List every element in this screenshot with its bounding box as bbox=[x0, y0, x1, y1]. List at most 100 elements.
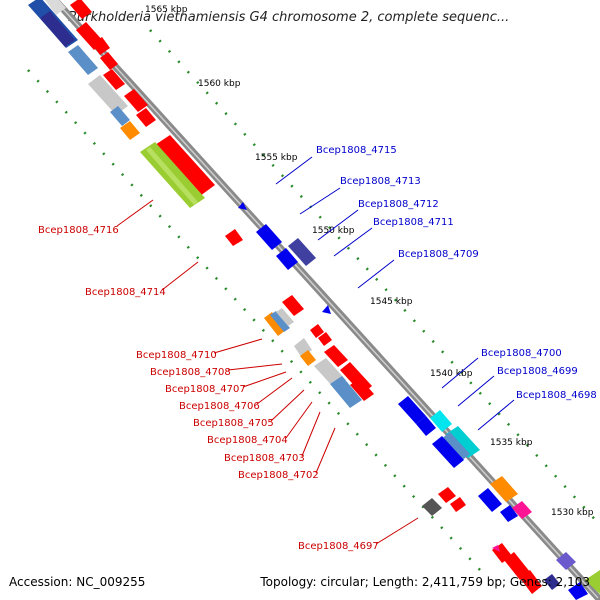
gene-label[interactable]: Bcep1808_4709 bbox=[398, 249, 479, 260]
gene-feature[interactable] bbox=[155, 135, 215, 196]
accession-text: Accession: NC_009255 bbox=[9, 575, 146, 589]
scale-label: 1530 kbp bbox=[551, 508, 594, 518]
gene-feature[interactable] bbox=[432, 436, 464, 468]
leader-line bbox=[457, 375, 495, 407]
gene-label[interactable]: Bcep1808_4707 bbox=[165, 384, 246, 395]
leader-line bbox=[375, 517, 419, 545]
gene-label[interactable]: Bcep1808_4698 bbox=[516, 390, 597, 401]
gene-feature[interactable] bbox=[40, 11, 75, 47]
leader-line bbox=[275, 156, 313, 185]
gene-feature[interactable] bbox=[492, 545, 500, 552]
gene-label[interactable]: Bcep1808_4706 bbox=[179, 401, 260, 412]
gene-feature[interactable] bbox=[568, 582, 588, 600]
gene-label[interactable]: Bcep1808_4699 bbox=[497, 366, 578, 377]
gene-cluster-lower bbox=[398, 396, 600, 600]
gene-feature[interactable] bbox=[512, 501, 532, 519]
gene-label[interactable]: Bcep1808_4714 bbox=[85, 287, 166, 298]
gene-feature[interactable] bbox=[120, 121, 140, 140]
gene-label[interactable]: Bcep1808_4712 bbox=[358, 199, 439, 210]
gene-feature[interactable] bbox=[556, 552, 576, 570]
gene-feature[interactable] bbox=[68, 45, 98, 75]
right-gene-labels: Bcep1808_4715 Bcep1808_4713 Bcep1808_471… bbox=[275, 145, 597, 431]
scale-track-inner bbox=[27, 69, 481, 571]
leader-line bbox=[477, 399, 515, 431]
gene-feature[interactable] bbox=[45, 0, 66, 15]
gene-feature[interactable] bbox=[398, 396, 426, 424]
gene-feature[interactable] bbox=[264, 312, 286, 336]
gene-feature[interactable] bbox=[288, 238, 316, 266]
gene-feature[interactable] bbox=[238, 202, 247, 210]
gene-label[interactable]: Bcep1808_4704 bbox=[207, 435, 288, 446]
gene-feature[interactable] bbox=[324, 345, 348, 367]
gene-feature[interactable] bbox=[92, 37, 110, 55]
gene-feature[interactable] bbox=[544, 574, 560, 590]
scale-label: 1565 kbp bbox=[145, 5, 188, 15]
gene-feature[interactable] bbox=[422, 498, 442, 516]
gene-feature[interactable] bbox=[276, 248, 298, 270]
leader-line bbox=[299, 187, 341, 215]
gene-feature[interactable] bbox=[350, 378, 374, 401]
gene-feature[interactable] bbox=[124, 89, 148, 112]
genome-summary-text: Topology: circular; Length: 2,411,759 bp… bbox=[260, 575, 590, 589]
scale-label: 1535 kbp bbox=[490, 438, 533, 448]
gene-label[interactable]: Bcep1808_4715 bbox=[316, 145, 397, 156]
gene-feature[interactable] bbox=[322, 305, 331, 314]
gene-label[interactable]: Bcep1808_4697 bbox=[298, 541, 379, 552]
gene-feature[interactable] bbox=[110, 106, 130, 126]
leader-line bbox=[256, 377, 293, 405]
gene-feature[interactable] bbox=[490, 476, 518, 502]
gene-feature[interactable] bbox=[146, 147, 198, 205]
gene-feature[interactable] bbox=[500, 505, 518, 522]
gene-feature[interactable] bbox=[136, 108, 156, 127]
gene-label[interactable]: Bcep1808_4705 bbox=[193, 418, 274, 429]
gene-feature[interactable] bbox=[310, 324, 324, 338]
leader-line bbox=[161, 261, 199, 291]
leader-line bbox=[357, 259, 395, 289]
gene-feature[interactable] bbox=[103, 69, 125, 90]
gene-feature[interactable] bbox=[430, 410, 452, 432]
gene-feature[interactable] bbox=[446, 426, 480, 458]
gene-feature[interactable] bbox=[282, 295, 304, 316]
gene-feature[interactable] bbox=[70, 0, 92, 19]
scale-label: 1555 kbp bbox=[255, 153, 298, 163]
gene-feature[interactable] bbox=[438, 487, 456, 503]
gene-label[interactable]: Bcep1808_4708 bbox=[150, 367, 231, 378]
scale-label: 1545 kbp bbox=[370, 297, 413, 307]
leader-line bbox=[285, 401, 313, 439]
gene-feature[interactable] bbox=[270, 311, 290, 332]
gene-feature[interactable] bbox=[585, 570, 600, 594]
leader-line bbox=[116, 199, 154, 227]
gene-feature[interactable] bbox=[225, 229, 243, 246]
gene-label[interactable]: Bcep1808_4711 bbox=[373, 217, 454, 228]
leader-line bbox=[441, 357, 479, 389]
map-title: Burkholderia vietnamiensis G4 chromosome… bbox=[68, 10, 510, 25]
gene-feature[interactable] bbox=[416, 416, 436, 436]
gene-label[interactable]: Bcep1808_4713 bbox=[340, 176, 421, 187]
scale-label: 1550 kbp bbox=[312, 226, 355, 236]
gene-feature[interactable] bbox=[478, 488, 502, 512]
leader-line bbox=[315, 427, 336, 474]
gene-feature[interactable] bbox=[450, 497, 466, 512]
scale-label: 1560 kbp bbox=[198, 79, 241, 89]
gene-label[interactable]: Bcep1808_4716 bbox=[38, 225, 119, 236]
scale-track-outer bbox=[149, 29, 600, 526]
gene-label[interactable]: Bcep1808_4703 bbox=[224, 453, 305, 464]
gene-feature[interactable] bbox=[504, 552, 530, 580]
leader-line bbox=[227, 363, 283, 371]
gene-feature[interactable] bbox=[440, 432, 470, 462]
gene-label[interactable]: Bcep1808_4700 bbox=[481, 348, 562, 359]
gene-feature[interactable] bbox=[330, 376, 362, 408]
gene-feature[interactable] bbox=[88, 75, 128, 115]
gene-feature[interactable] bbox=[276, 308, 294, 326]
gene-feature[interactable] bbox=[520, 570, 542, 594]
gene-label[interactable]: Bcep1808_4702 bbox=[238, 470, 319, 481]
leader-line bbox=[213, 338, 263, 354]
gene-feature[interactable] bbox=[300, 350, 316, 366]
gene-feature[interactable] bbox=[100, 52, 118, 70]
scale-label: 1540 kbp bbox=[430, 369, 473, 379]
gene-feature[interactable] bbox=[318, 332, 332, 346]
gene-label[interactable]: Bcep1808_4710 bbox=[136, 350, 217, 361]
gene-feature[interactable] bbox=[256, 224, 282, 250]
